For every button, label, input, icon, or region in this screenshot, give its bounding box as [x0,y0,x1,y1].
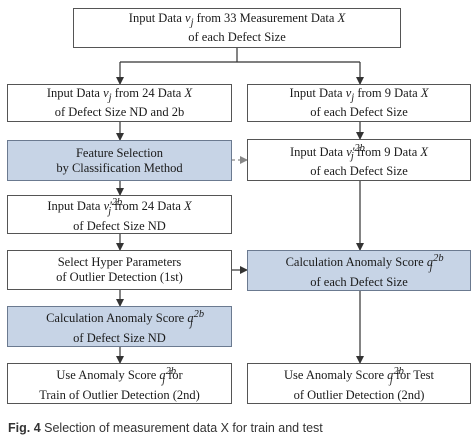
box-use-score-test: Use Anomaly Score a2bj for Test of Outli… [247,363,471,404]
box-input-9-selected: Input Data v'2bj from 9 Data X of each D… [247,139,471,181]
box-input-24-data: Input Data vj from 24 Data X of Defect S… [7,84,232,122]
figure-label: Fig. 4 [8,421,41,435]
box-input-9-data: Input Data vj from 9 Data X of each Defe… [247,84,471,122]
figure-caption: Fig. 4 Selection of measurement data X f… [8,419,474,437]
box-anomaly-calc-nd: Calculation Anomaly Score a2bj of Defect… [7,306,232,347]
box-feature-selection: Feature Selection by Classification Meth… [7,140,232,181]
box-select-hyper-parameters: Select Hyper Parameters of Outlier Detec… [7,250,232,290]
figure-caption-text: Selection of measurement data X for trai… [40,421,323,435]
box-use-score-train: Use Anomaly Score a2bj for Train of Outl… [7,363,232,404]
box-input-33-data: Input Data vj from 33 Measurement Data X… [73,8,401,48]
box-input-24-selected: Input Data v'2bj from 24 Data X of Defec… [7,195,232,234]
box-anomaly-calc-each: Calculation Anomaly Score a2bj of each D… [247,250,471,291]
